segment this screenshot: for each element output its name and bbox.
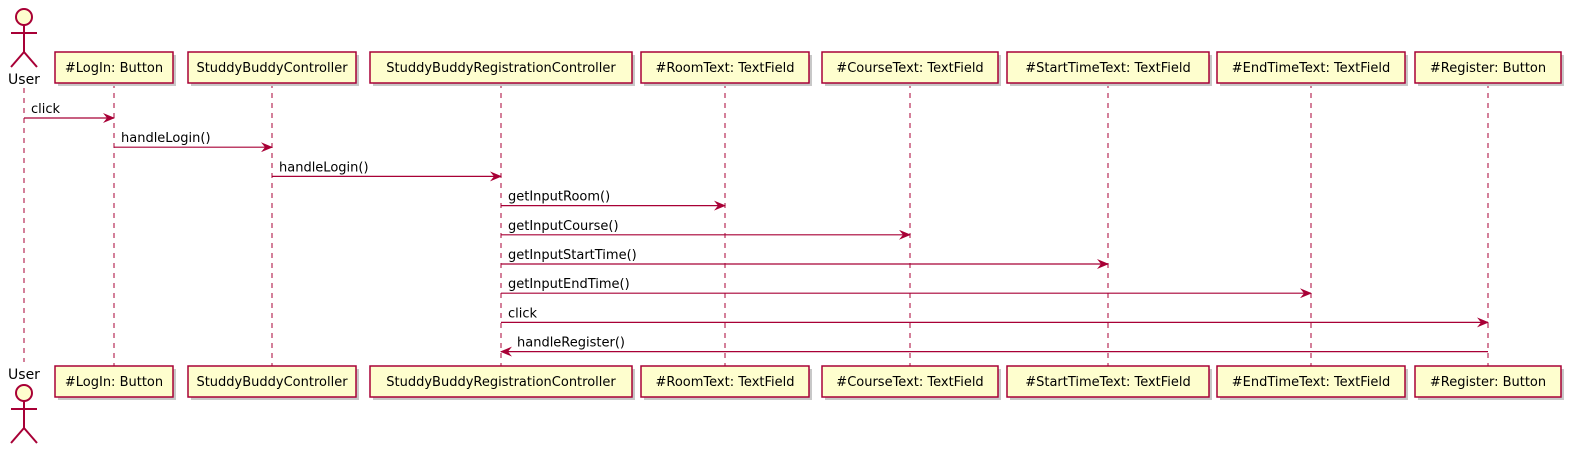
message-9: handleRegister()	[500, 336, 1488, 357]
participant-box	[1006, 51, 1210, 84]
participant-label: #EndTimeText: TextField	[1232, 61, 1391, 76]
participant-sbrc-top: StuddyBuddyRegistrationController	[369, 51, 635, 86]
participant-room-bottom: #RoomText: TextField	[640, 365, 812, 400]
participant-box	[640, 51, 810, 84]
participant-box	[54, 365, 174, 398]
actor-leg-right	[23, 51, 38, 68]
participant-start-top: #StartTimeText: TextField	[1006, 51, 1212, 86]
participant-label: StuddyBuddyController	[196, 375, 348, 390]
participant-box	[1216, 365, 1406, 398]
actor-leg-left	[10, 51, 25, 68]
participant-sbc-top: StuddyBuddyController	[187, 51, 359, 86]
participant-label: #CourseText: TextField	[836, 61, 983, 76]
participant-label: StuddyBuddyRegistrationController	[386, 375, 616, 390]
participant-start-bottom: #StartTimeText: TextField	[1006, 365, 1212, 400]
actor-label: User	[8, 367, 40, 383]
participant-label: #RoomText: TextField	[655, 61, 794, 76]
participant-box	[821, 365, 999, 398]
participant-box	[640, 365, 810, 398]
participant-label: #LogIn: Button	[65, 375, 163, 390]
participant-box	[1006, 365, 1210, 398]
message-label: handleLogin()	[121, 131, 211, 146]
actor-user: User	[8, 367, 40, 444]
participant-sbrc-bottom: StuddyBuddyRegistrationController	[369, 365, 635, 400]
participant-box	[54, 51, 174, 84]
participant-box	[369, 365, 633, 398]
participant-login-bottom: #LogIn: Button	[54, 365, 176, 400]
actor-leg-left	[10, 427, 25, 444]
participant-label: #StartTimeText: TextField	[1025, 61, 1191, 76]
message-6: getInputStartTime()	[501, 248, 1109, 269]
participant-box	[821, 51, 999, 84]
actor-label: User	[8, 72, 40, 88]
message-label: getInputStartTime()	[508, 248, 637, 263]
participant-box	[369, 51, 633, 84]
actor-leg-right	[23, 427, 38, 444]
participant-label: #RoomText: TextField	[655, 375, 794, 390]
participant-course-top: #CourseText: TextField	[821, 51, 1001, 86]
message-label: handleRegister()	[517, 336, 625, 351]
message-8: click	[501, 306, 1489, 328]
participant-register-top: #Register: Button	[1414, 51, 1564, 86]
actor-figure-icon	[10, 8, 38, 68]
participant-label: #EndTimeText: TextField	[1232, 375, 1391, 390]
message-7: getInputEndTime()	[501, 277, 1312, 299]
message-label: getInputRoom()	[508, 190, 610, 205]
actor-head	[15, 8, 33, 26]
message-1: click	[24, 102, 115, 123]
participant-register-bottom: #Register: Button	[1414, 365, 1564, 400]
participant-label: #StartTimeText: TextField	[1025, 375, 1191, 390]
participant-label: #CourseText: TextField	[836, 375, 983, 390]
participant-box	[1414, 51, 1562, 84]
participant-box	[187, 365, 357, 398]
message-2: handleLogin()	[114, 131, 273, 153]
participant-box	[187, 51, 357, 84]
participant-label: StuddyBuddyController	[196, 61, 348, 76]
participant-label: #Register: Button	[1430, 61, 1546, 76]
message-label: getInputCourse()	[508, 219, 619, 234]
participant-box	[1414, 365, 1562, 398]
message-3: handleLogin()	[272, 160, 502, 182]
message-label: click	[508, 306, 538, 321]
participant-label: #Register: Button	[1430, 375, 1546, 390]
actor-head	[15, 384, 33, 402]
participant-label: #LogIn: Button	[65, 61, 163, 76]
participant-box	[1216, 51, 1406, 84]
actor-figure-icon	[10, 384, 38, 444]
participant-room-top: #RoomText: TextField	[640, 51, 812, 86]
participant-end-bottom: #EndTimeText: TextField	[1216, 365, 1408, 400]
message-label: click	[31, 102, 61, 117]
participant-label: StuddyBuddyRegistrationController	[386, 61, 616, 76]
message-label: handleLogin()	[279, 160, 369, 175]
message-4: getInputRoom()	[501, 190, 726, 211]
participant-course-bottom: #CourseText: TextField	[821, 365, 1001, 400]
participant-login-top: #LogIn: Button	[54, 51, 176, 86]
message-label: getInputEndTime()	[508, 277, 630, 292]
participant-end-top: #EndTimeText: TextField	[1216, 51, 1408, 86]
actor-user: User	[8, 8, 40, 88]
participant-sbc-bottom: StuddyBuddyController	[187, 365, 359, 400]
message-5: getInputCourse()	[501, 219, 911, 240]
